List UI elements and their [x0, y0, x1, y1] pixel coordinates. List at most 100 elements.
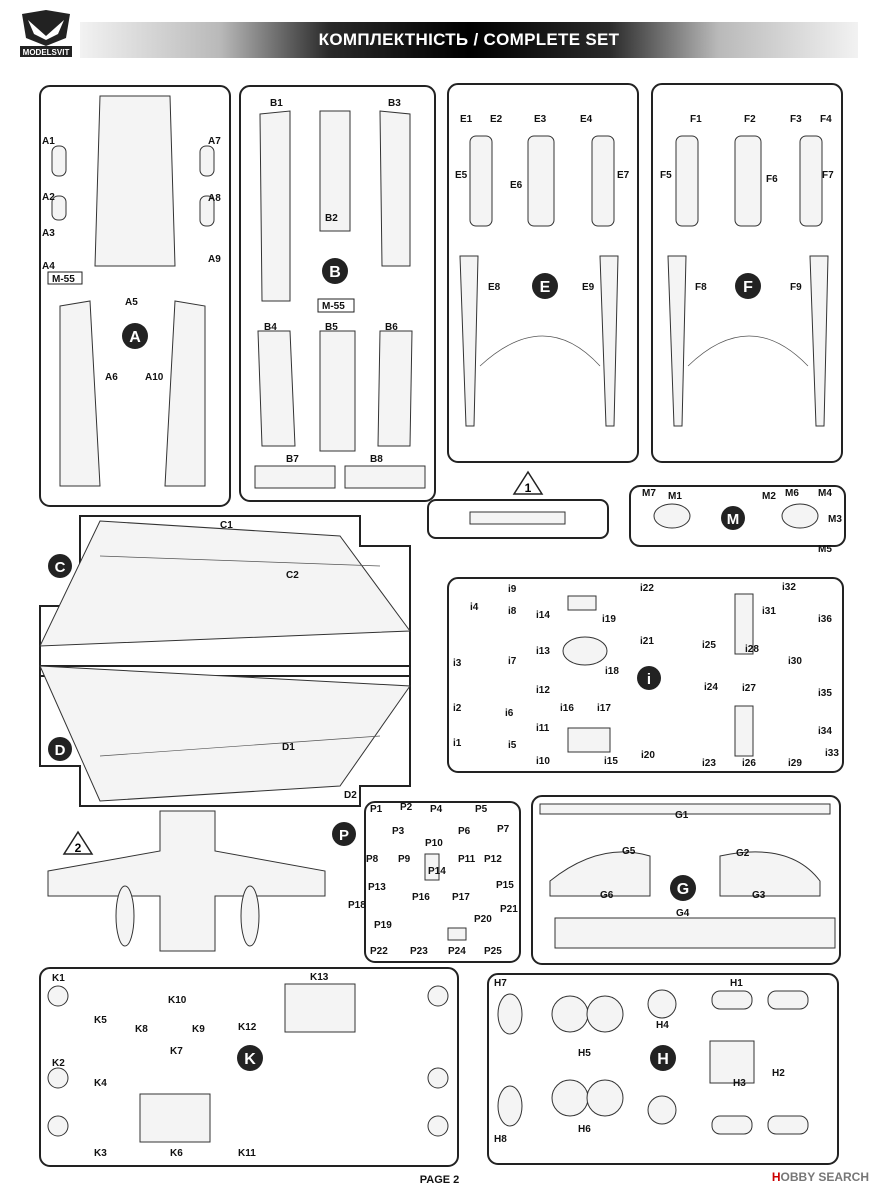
svg-text:P25: P25 [484, 946, 502, 957]
svg-text:A4: A4 [42, 261, 55, 272]
svg-text:P23: P23 [410, 946, 428, 957]
sprue-M: M M1 M2 M3 M4 M5 M6 M7 [629, 485, 846, 555]
svg-text:i15: i15 [604, 756, 618, 767]
svg-text:F5: F5 [660, 170, 672, 181]
svg-text:P24: P24 [448, 946, 466, 957]
svg-text:M6: M6 [785, 488, 799, 499]
svg-text:i31: i31 [762, 606, 776, 617]
svg-text:G5: G5 [622, 846, 636, 857]
svg-text:F1: F1 [690, 114, 702, 125]
sprue-A: A A1 A2 A3 A4 A5 A6 A7 A8 A9 A10 M-55 [39, 85, 231, 507]
svg-text:i3: i3 [453, 658, 462, 669]
svg-text:K4: K4 [94, 1078, 107, 1089]
svg-text:i30: i30 [788, 656, 802, 667]
svg-text:M7: M7 [642, 488, 656, 499]
svg-text:B3: B3 [388, 98, 401, 109]
svg-text:P15: P15 [496, 880, 514, 891]
svg-text:M-55: M-55 [322, 301, 345, 312]
svg-text:P6: P6 [458, 826, 471, 837]
svg-text:i1: i1 [453, 738, 462, 749]
svg-text:F7: F7 [822, 170, 834, 181]
svg-text:i32: i32 [782, 582, 796, 593]
svg-text:G1: G1 [675, 810, 689, 821]
svg-text:P14: P14 [428, 866, 446, 877]
svg-text:K1: K1 [52, 973, 65, 984]
svg-text:C1: C1 [220, 520, 233, 531]
svg-text:H1: H1 [730, 978, 743, 989]
svg-text:P13: P13 [368, 882, 386, 893]
svg-text:B6: B6 [385, 322, 398, 333]
svg-text:A3: A3 [42, 228, 55, 239]
svg-text:A5: A5 [125, 297, 138, 308]
svg-text:i13: i13 [536, 646, 550, 657]
page-header: MODELSVIT КОМПЛЕКТНІСТЬ / COMPLETE SET [0, 0, 879, 66]
svg-text:P8: P8 [366, 854, 379, 865]
svg-text:i24: i24 [704, 682, 718, 693]
svg-text:P3: P3 [392, 826, 405, 837]
svg-text:i16: i16 [560, 703, 574, 714]
svg-text:P12: P12 [484, 854, 502, 865]
svg-text:A6: A6 [105, 372, 118, 383]
svg-text:MODELSVIT: MODELSVIT [23, 48, 70, 57]
svg-text:M1: M1 [668, 491, 682, 502]
svg-text:i29: i29 [788, 758, 802, 769]
page-title: КОМПЛЕКТНІСТЬ / COMPLETE SET [318, 30, 620, 49]
svg-text:P22: P22 [370, 946, 388, 957]
svg-text:A10: A10 [145, 372, 164, 383]
svg-text:F: F [743, 279, 753, 296]
svg-text:B5: B5 [325, 322, 338, 333]
svg-text:i2: i2 [453, 703, 462, 714]
svg-text:K9: K9 [192, 1024, 205, 1035]
svg-text:E5: E5 [455, 170, 468, 181]
svg-text:K7: K7 [170, 1046, 183, 1057]
svg-text:A8: A8 [208, 193, 221, 204]
svg-text:F9: F9 [790, 282, 802, 293]
sprue-i: i i1 i2 i3 i4 i5 i6 i7 i8 i9 i10 i11 i12… [447, 577, 844, 773]
svg-text:E2: E2 [490, 114, 503, 125]
svg-text:P16: P16 [412, 892, 430, 903]
svg-text:A2: A2 [42, 192, 55, 203]
svg-text:i12: i12 [536, 685, 550, 696]
step-marker-2: 2 [47, 810, 326, 952]
svg-text:i18: i18 [605, 666, 619, 677]
svg-text:F3: F3 [790, 114, 802, 125]
title-banner: КОМПЛЕКТНІСТЬ / COMPLETE SET [80, 22, 858, 58]
svg-text:K12: K12 [238, 1022, 257, 1033]
svg-text:i36: i36 [818, 614, 832, 625]
svg-text:E8: E8 [488, 282, 501, 293]
svg-text:B: B [329, 264, 341, 281]
svg-text:D1: D1 [282, 742, 295, 753]
svg-text:i22: i22 [640, 583, 654, 594]
svg-text:K2: K2 [52, 1058, 65, 1069]
sprue-H: H H1 H2 H3 H4 H5 H6 H7 H8 [487, 973, 839, 1165]
svg-text:P21: P21 [500, 904, 518, 915]
sprue-D: D D1 D2 [39, 665, 411, 807]
svg-text:D: D [55, 742, 66, 759]
svg-text:P9: P9 [398, 854, 411, 865]
svg-text:K13: K13 [310, 972, 329, 983]
svg-text:E1: E1 [460, 114, 473, 125]
step-marker-1: 1 [427, 470, 609, 539]
svg-text:B4: B4 [264, 322, 277, 333]
svg-text:P11: P11 [458, 854, 476, 865]
sprue-P: P P1 P2 P3 P4 P5 P6 P7 P8 P9 P10 P11 P12… [332, 801, 521, 963]
svg-text:P7: P7 [497, 824, 510, 835]
svg-text:D2: D2 [344, 790, 357, 801]
svg-text:P5: P5 [475, 804, 488, 815]
svg-text:K3: K3 [94, 1148, 107, 1159]
svg-text:A: A [129, 329, 141, 346]
modelsvit-logo: MODELSVIT [20, 10, 72, 57]
svg-text:C2: C2 [286, 570, 299, 581]
svg-text:P4: P4 [430, 804, 443, 815]
svg-text:P10: P10 [425, 838, 443, 849]
svg-text:G3: G3 [752, 890, 766, 901]
svg-text:F6: F6 [766, 174, 778, 185]
svg-text:i23: i23 [702, 758, 716, 769]
svg-text:K11: K11 [238, 1148, 256, 1159]
svg-text:H5: H5 [578, 1048, 591, 1059]
svg-text:P18: P18 [348, 900, 366, 911]
svg-text:E: E [540, 279, 551, 296]
svg-text:2: 2 [75, 841, 82, 855]
svg-text:M5: M5 [818, 544, 832, 555]
svg-text:P17: P17 [452, 892, 470, 903]
